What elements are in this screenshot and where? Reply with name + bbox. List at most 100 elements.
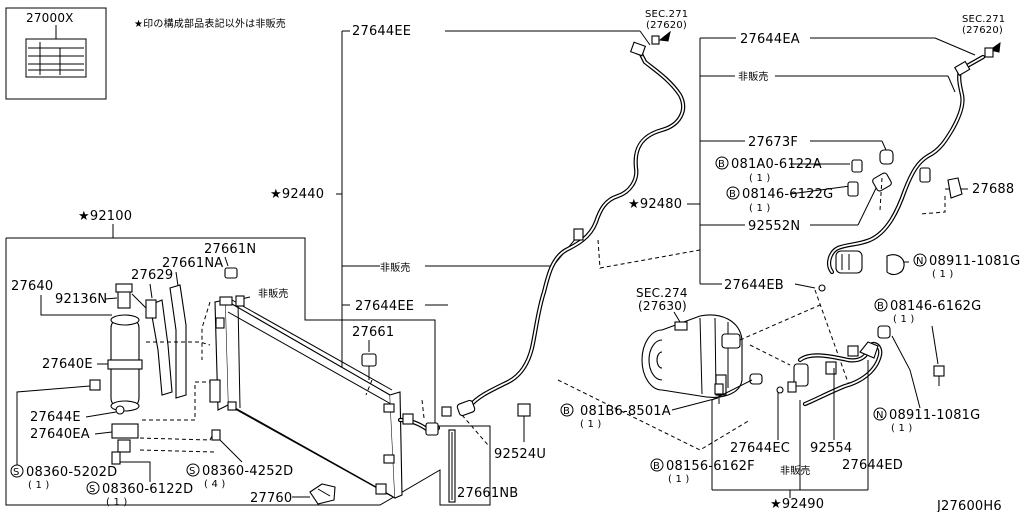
label-27644EB: 27644EB (724, 278, 784, 293)
footer-diagram-code: J27600H6 (936, 499, 1002, 512)
label-27644EE-mid: 27644EE (355, 299, 414, 314)
label-92552N: 92552N (748, 219, 800, 234)
label-27640E: 27640E (42, 357, 93, 372)
label-92440: ★92440 (270, 187, 324, 202)
label-27644EE-top: 27644EE (352, 24, 411, 39)
27673F-part (879, 149, 894, 165)
label-27661N: 27661N (204, 242, 256, 257)
receiver-dryer (89, 283, 159, 465)
sec274-sub: (27630) (638, 299, 687, 313)
low-pressure-pipe-92440 (441, 35, 686, 417)
sec274-label: SEC.274 (636, 286, 688, 300)
bolt-prefix: B (653, 461, 660, 472)
label-08911-1081G-bot: 08911-1081G (889, 408, 980, 423)
bolt-symbol-icon (560, 403, 574, 417)
leader-lines-92440-group (336, 30, 651, 399)
qty-081A0-6122A: ( 1 ) (749, 173, 771, 184)
screw-symbol-icon (86, 481, 100, 495)
bracket-27629 (145, 299, 173, 396)
label-27629: 27629 (131, 268, 173, 283)
label-27661: 27661 (352, 325, 394, 340)
27661-part (361, 353, 377, 367)
not-sold-text: 非販売 (380, 261, 411, 274)
not-sold-text: 非販売 (258, 287, 289, 300)
qty-08360-5202D: ( 1 ) (28, 480, 50, 491)
27760-part (309, 483, 336, 505)
bolt-symbol-icon (726, 186, 740, 200)
condenser-core (209, 295, 403, 499)
screw-prefix: S (89, 484, 96, 495)
bolt-symbol-icon (650, 458, 664, 472)
92524U-part (517, 403, 531, 417)
label-08360-5202D: 08360-5202D (26, 465, 117, 480)
bolt-prefix: B (877, 301, 884, 312)
condenser-outlet-pipes (397, 413, 441, 436)
screw-symbol-icon (186, 463, 200, 477)
label-27640EA: 27640EA (30, 427, 90, 442)
label-92554: 92554 (810, 441, 852, 456)
label-081B6-8501A: 081B6-8501A (580, 404, 671, 419)
qty-08360-4252D: ( 4 ) (204, 479, 226, 490)
label-92480: ★92480 (628, 197, 682, 212)
not-sold-text: 非販売 (780, 464, 811, 477)
label-08156-6162F: 08156-6162F (666, 459, 755, 474)
label-27644E: 27644E (30, 410, 81, 425)
not-sold-text: 非販売 (738, 70, 769, 83)
direction-arrow-icon (658, 30, 671, 42)
high-pressure-pipe-upper (827, 47, 994, 275)
sec271-sub-b: (27620) (962, 25, 1003, 36)
screw-prefix: S (189, 466, 196, 477)
27661N-part (224, 267, 238, 279)
label-92490: ★92490 (770, 497, 824, 512)
dashed-guide-lines-compressor (557, 289, 851, 451)
qty-081B6-8501A: ( 1 ) (580, 419, 602, 430)
bolt-symbol-icon (874, 298, 888, 312)
bolt-symbol-icon (715, 156, 729, 170)
condenser-frame (5, 224, 491, 506)
sec271-sub-a: (27620) (646, 20, 687, 31)
label-27644ED: 27644ED (842, 458, 903, 473)
label-081A0-6122A: 081A0-6122A (731, 157, 822, 172)
label-27688: 27688 (972, 182, 1014, 197)
nut-symbol-icon (873, 407, 887, 421)
bolt-prefix: B (718, 159, 725, 170)
label-08146-6122G: 08146-6122G (742, 187, 833, 202)
label-27640: 27640 (11, 279, 53, 294)
reference-label-box: 27000X (5, 7, 107, 100)
label-92100: ★92100 (78, 209, 132, 224)
label-08911-1081G-top: 08911-1081G (929, 254, 1020, 269)
nut-prefix: N (916, 256, 924, 267)
label-27661NA: 27661NA (162, 256, 223, 271)
screw-prefix: S (13, 467, 20, 478)
compressor (641, 314, 743, 398)
label-27760: 27760 (250, 491, 292, 506)
nut-prefix: N (876, 410, 884, 421)
label-27644EA: 27644EA (740, 32, 800, 47)
qty-08911-1081G-bot: ( 1 ) (891, 423, 913, 434)
label-27644EC: 27644EC (730, 441, 790, 456)
label-08146-6162G: 08146-6162G (890, 299, 981, 314)
bolt-prefix: B (729, 189, 736, 200)
label-27673F: 27673F (748, 135, 798, 150)
label-08360-4252D: 08360-4252D (202, 464, 293, 479)
bolt-prefix: B (563, 406, 570, 417)
qty-08146-6122G: ( 1 ) (749, 203, 771, 214)
qty-08156-6162F: ( 1 ) (668, 474, 690, 485)
label-92136N: 92136N (55, 292, 107, 307)
leader-lines-92490-group (711, 360, 869, 498)
discharge-pipe-92490 (714, 325, 945, 407)
sec271-label-b: SEC.271 (962, 14, 1005, 25)
qty-08911-1081G-top: ( 1 ) (932, 269, 954, 280)
label-27661NB: 27661NB (457, 486, 518, 501)
27688-clip (947, 177, 963, 199)
nut-symbol-icon (913, 253, 927, 267)
ref-label-27000X: 27000X (26, 11, 74, 25)
note-not-sold: ★印の構成部品表記以外は非販売 (134, 17, 286, 30)
qty-08360-6122D: ( 1 ) (106, 497, 128, 508)
leader-lines-92480-group (687, 37, 976, 289)
08146-6162G-bolt (933, 365, 945, 377)
label-card-icon (25, 38, 87, 78)
qty-08146-6162G: ( 1 ) (893, 314, 915, 325)
